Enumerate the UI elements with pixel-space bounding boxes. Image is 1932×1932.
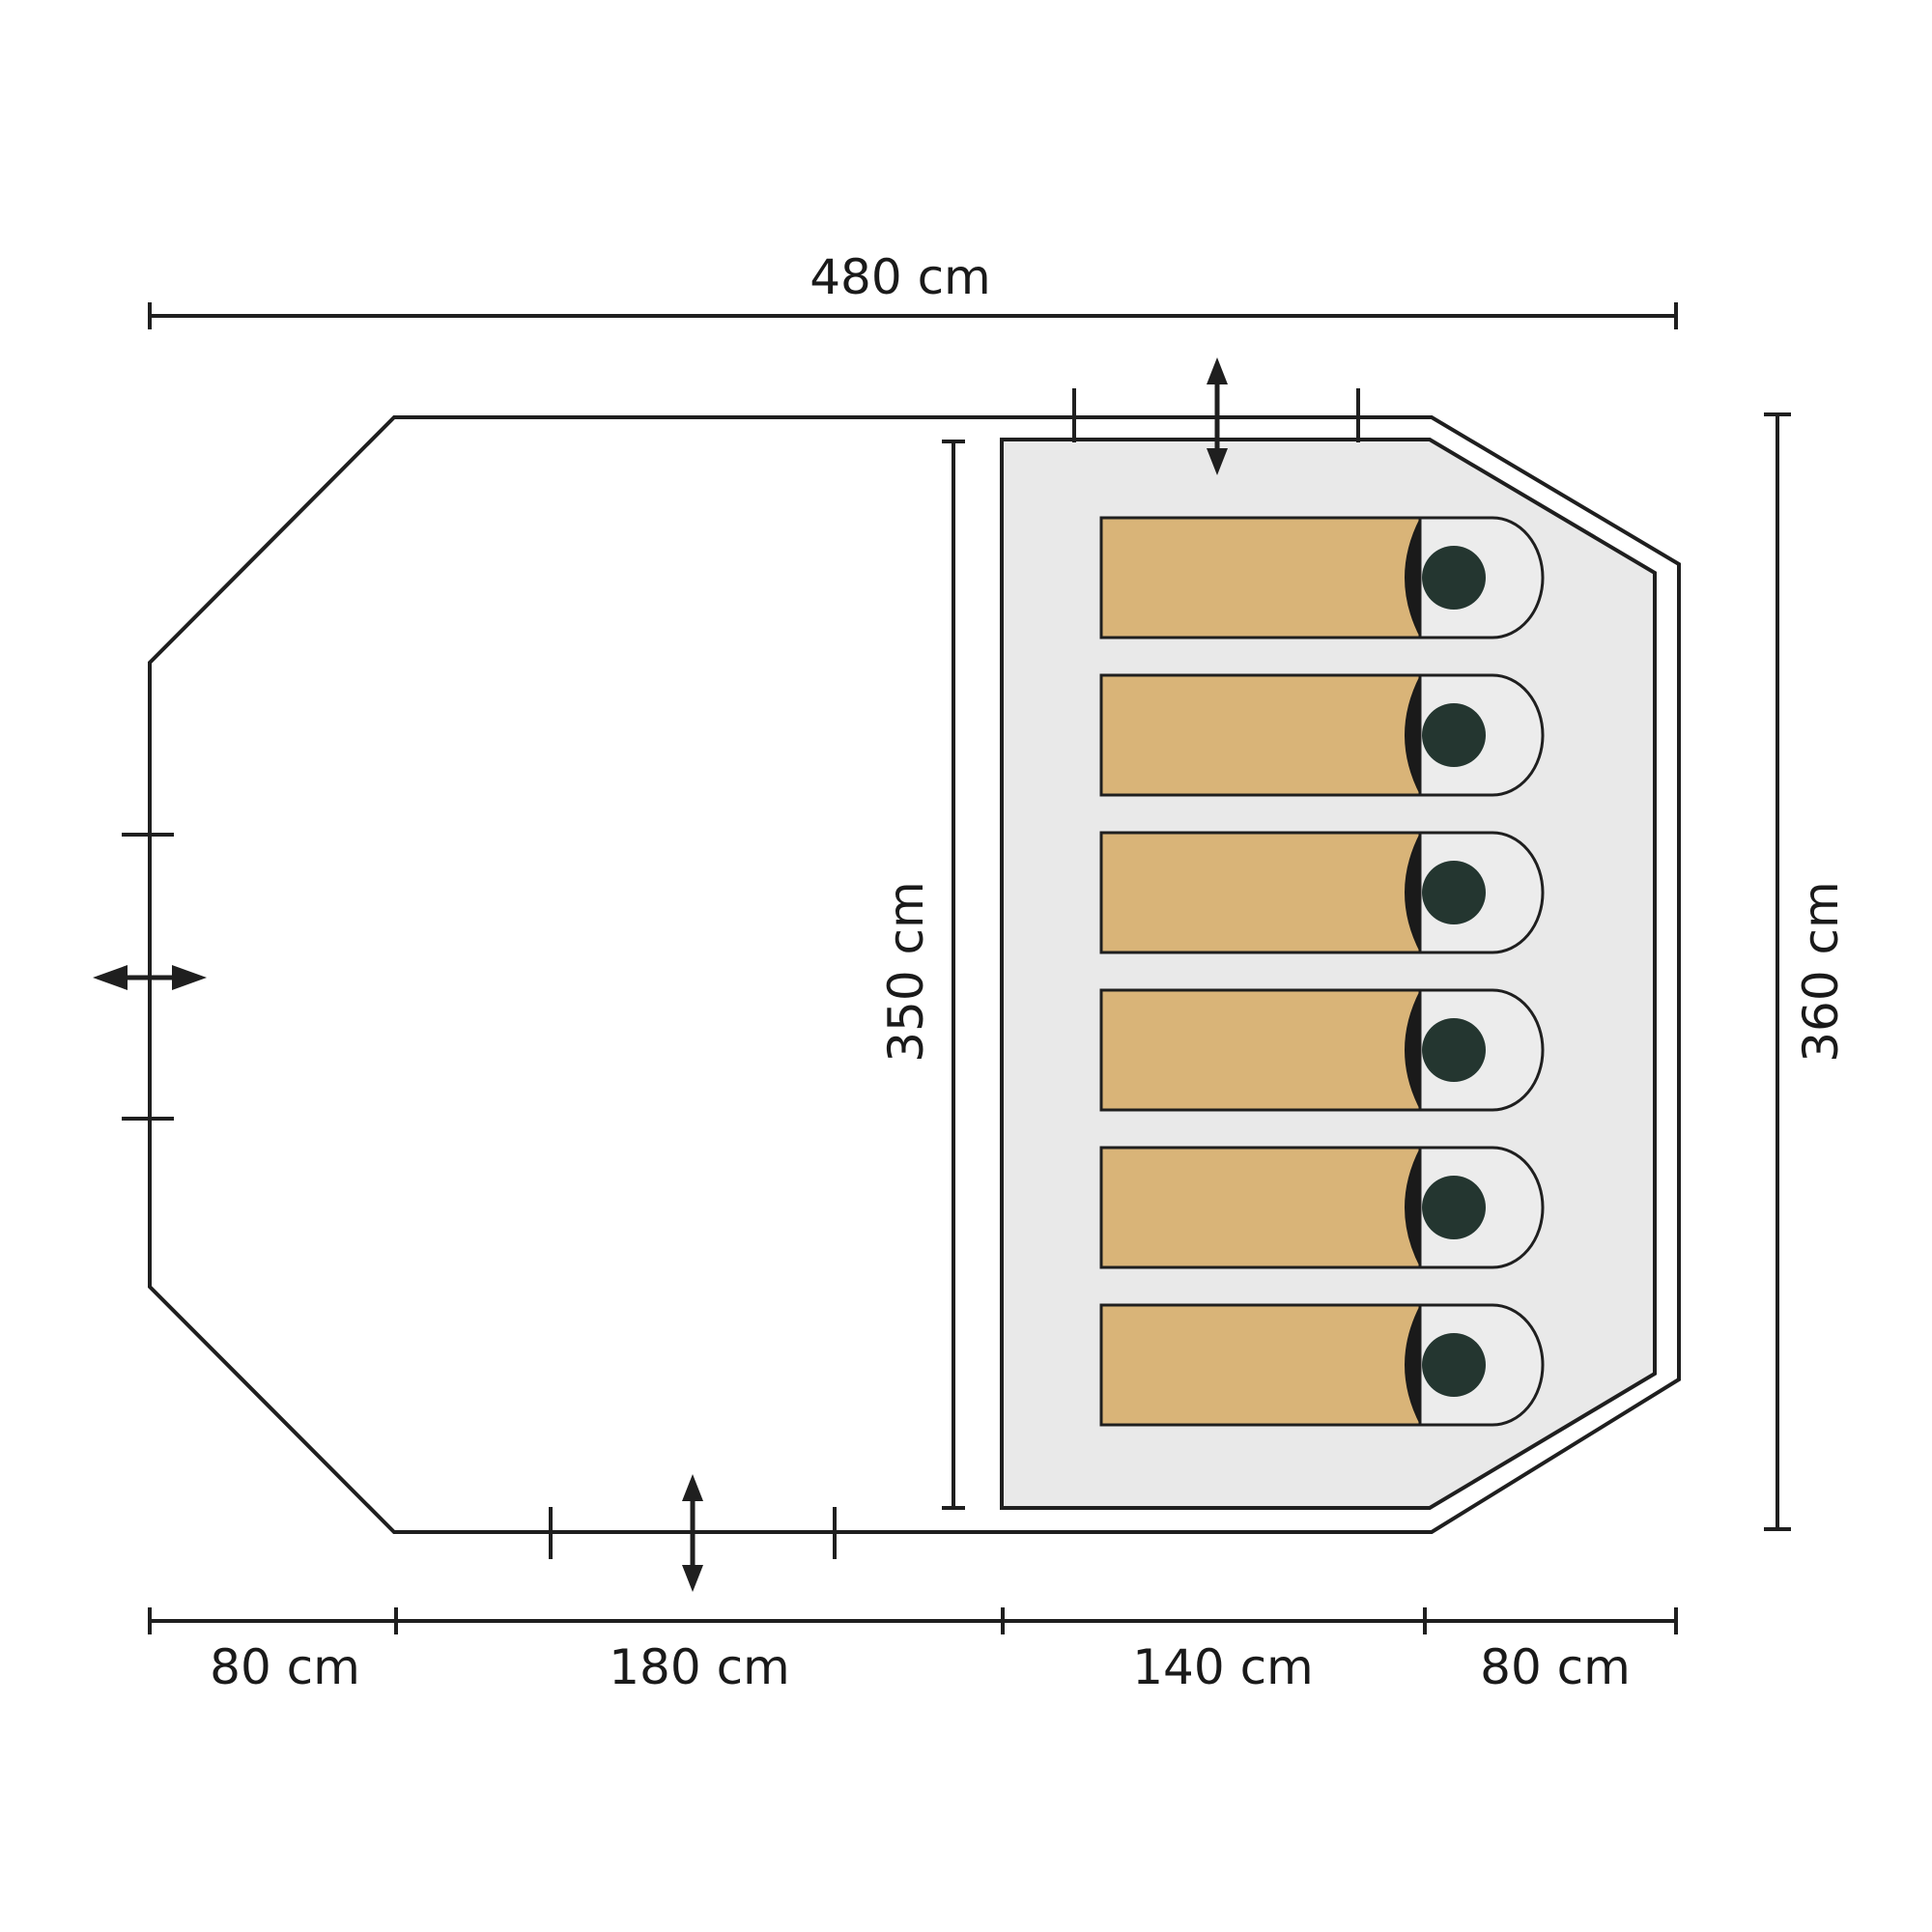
dimension-segments: 80 cm 180 cm 140 cm 80 cm [148, 1607, 1678, 1695]
dimension-total-width: 360 cm [1764, 412, 1849, 1531]
door-left [93, 833, 207, 1121]
dimension-label-inner-height: 350 cm [878, 881, 934, 1063]
sleeping-place [1099, 673, 1545, 797]
dimension-label-segment-1: 80 cm [210, 1639, 360, 1695]
sleeping-place [1099, 988, 1545, 1112]
dimension-label-segment-3: 140 cm [1132, 1639, 1314, 1695]
door-bottom [549, 1474, 837, 1592]
door-arrow-icon [1207, 357, 1228, 475]
dimension-label-total-length: 480 cm [810, 249, 991, 305]
sleeping-place [1099, 1303, 1545, 1427]
dimension-label-segment-2: 180 cm [609, 1639, 790, 1695]
dimension-inner-height: 350 cm [878, 440, 965, 1510]
tent-outer-outline [148, 415, 1681, 1534]
door-top [1072, 357, 1360, 475]
sleeping-place [1099, 1146, 1545, 1269]
sleeping-place [1099, 831, 1545, 954]
sleeping-place [1099, 516, 1545, 639]
dimension-total-length: 480 cm [148, 249, 1678, 329]
door-arrow-icon [682, 1474, 703, 1592]
dimension-label-segment-4: 80 cm [1480, 1639, 1631, 1695]
dimension-label-total-width: 360 cm [1793, 881, 1849, 1063]
door-arrow-icon [93, 965, 207, 990]
